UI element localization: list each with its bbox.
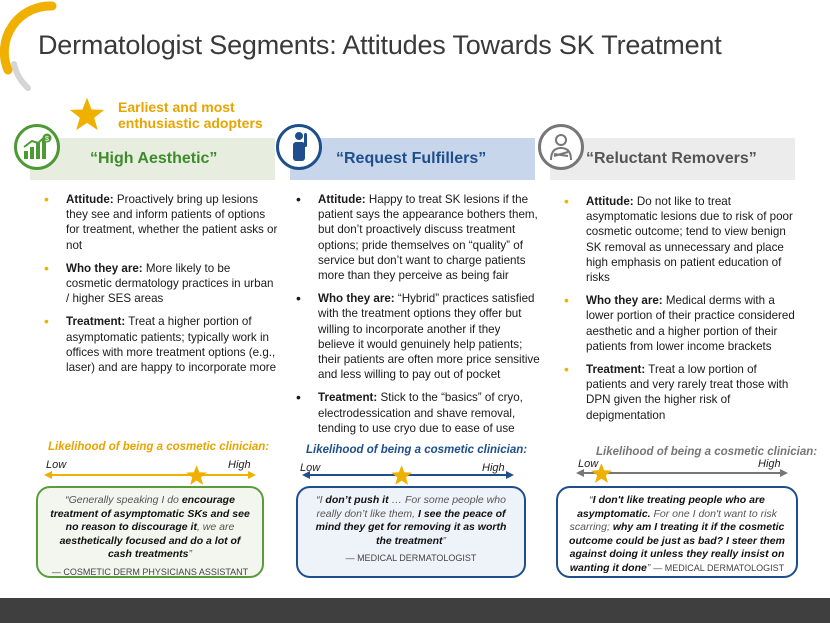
scale-high-label: High xyxy=(482,462,505,474)
growth-chart-icon: $ xyxy=(14,124,60,170)
segment-header-request-fulfillers: “Request Fulfillers” xyxy=(290,138,535,180)
bullet-attitude: •Attitude: Do not like to treat asymptom… xyxy=(564,193,793,285)
scale-low-label: Low xyxy=(300,462,321,474)
likelihood-star-marker xyxy=(391,466,413,485)
footer-bar xyxy=(0,598,830,623)
bullet-treatment: •Treatment: Treat a higher portion of as… xyxy=(44,313,277,375)
scale-low-label: Low xyxy=(578,458,599,470)
quote-source: — MEDICAL DERMATOLOGIST xyxy=(345,553,477,563)
arrow-left-icon xyxy=(576,469,584,477)
svg-text:$: $ xyxy=(45,136,49,143)
quote-source: — COSMETIC DERM PHYSICIANS ASSISTANT xyxy=(51,566,249,577)
bullet-attitude: •Attitude: Proactively bring up lesions … xyxy=(44,191,278,252)
quote-box: “I don't like treating people who are as… xyxy=(556,486,798,578)
likelihood-star-marker xyxy=(591,464,612,483)
arrow-left-icon xyxy=(44,471,52,479)
bullet-who-they-are: •Who they are: “Hybrid” practices satisf… xyxy=(296,290,540,382)
bullet-treatment: •Treatment: Treat a low portion of patie… xyxy=(564,361,789,422)
arrow-right-icon xyxy=(506,471,514,479)
likelihood-scale xyxy=(302,466,514,485)
scale-low-label: Low xyxy=(46,459,67,471)
scale-high-label: High xyxy=(758,458,781,470)
bullet-who-they-are: •Who they are: More likely to be cosmeti… xyxy=(44,259,274,306)
likelihood-label: Likelihood of being a cosmetic clinician… xyxy=(596,446,818,458)
likelihood-scale xyxy=(44,466,256,485)
page-title: Dermatologist Segments: Attitudes Toward… xyxy=(38,30,722,60)
callout-line-2: enthusiastic adopters xyxy=(118,115,263,131)
segment-name: “High Aesthetic” xyxy=(90,150,218,167)
segment-2-bullets: •Attitude: Happy to treat SK lesions if … xyxy=(290,191,540,444)
arrow-right-icon xyxy=(780,469,788,477)
segment-1-bullets: •Attitude: Proactively bring up lesions … xyxy=(38,191,278,383)
segment-header-high-aesthetic: “High Aesthetic” xyxy=(30,138,275,180)
arrow-right-icon xyxy=(248,471,256,479)
bullet-who-they-are: •Who they are: Medical derms with a lowe… xyxy=(564,292,795,353)
likelihood-label: Likelihood of being a cosmetic clinician… xyxy=(48,441,270,453)
decorative-arc xyxy=(0,1,57,91)
likelihood-star-marker xyxy=(186,466,208,485)
segment-header-reluctant-removers: “Reluctant Removers” xyxy=(550,138,795,180)
quote-box: “I don’t push it … For some people who r… xyxy=(296,486,526,578)
likelihood-scale xyxy=(576,464,788,483)
crossed-arms-person-icon xyxy=(538,124,584,170)
segment-name: “Reluctant Removers” xyxy=(586,150,757,167)
quote-source: — MEDICAL DERMATOLOGIST xyxy=(653,562,785,573)
hand-raised-icon xyxy=(276,124,322,170)
bullet-attitude: •Attitude: Happy to treat SK lesions if … xyxy=(296,191,538,283)
likelihood-label: Likelihood of being a cosmetic clinician… xyxy=(306,444,528,456)
segment-3-bullets: •Attitude: Do not like to treat asymptom… xyxy=(558,193,798,431)
arrow-left-icon xyxy=(302,471,310,479)
quote-box: “Generally speaking I do encourage treat… xyxy=(36,486,264,578)
segment-name: “Request Fulfillers” xyxy=(336,150,487,167)
bullet-treatment: •Treatment: Stick to the “basics” of cry… xyxy=(296,389,523,435)
scale-high-label: High xyxy=(228,459,251,471)
adopter-callout: Earliest and most enthusiastic adopters xyxy=(118,99,263,131)
star-icon xyxy=(69,97,105,131)
callout-line-1: Earliest and most xyxy=(118,99,235,115)
